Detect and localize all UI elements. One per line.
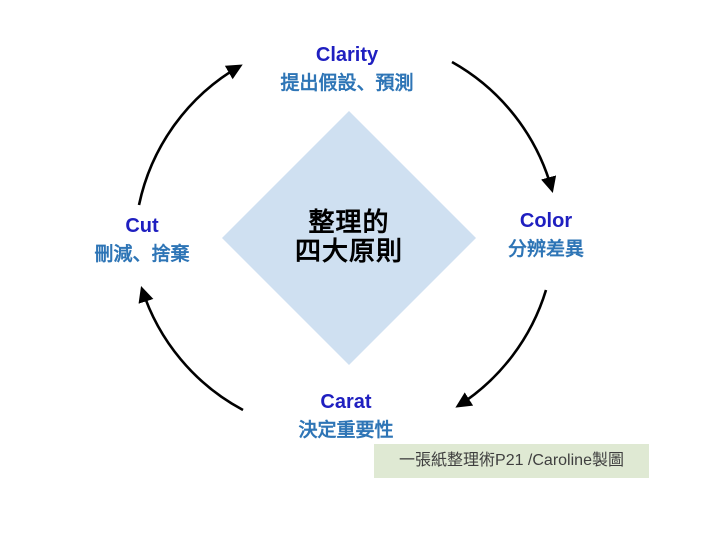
node-color-title: Color — [519, 210, 573, 232]
node-clarity-title: Clarity — [315, 44, 379, 66]
node-cut: Cut 刪減、捨棄 — [52, 213, 232, 268]
source-caption: 一張紙整理術P21 /Caroline製圖 — [374, 444, 649, 478]
arrow-color-to-carat — [455, 289, 548, 408]
node-cut-title: Cut — [125, 215, 159, 237]
center-diamond-line2: 四大原則 — [294, 236, 403, 267]
node-cut-subtitle: 刪減、捨棄 — [94, 244, 190, 265]
center-diamond-shape — [222, 111, 476, 365]
center-diamond-line1: 整理的 — [308, 207, 390, 237]
node-color-subtitle: 分辨差異 — [507, 239, 584, 260]
arrow-clarity-to-color — [451, 60, 557, 194]
node-clarity: Clarity 提出假設、預測 — [247, 42, 447, 97]
arrow-cut-to-clarity — [137, 64, 243, 206]
node-color: Color 分辨差異 — [456, 208, 636, 263]
node-clarity-subtitle: 提出假設、預測 — [280, 73, 414, 94]
node-carat-title: Carat — [320, 391, 372, 413]
node-carat-subtitle: 決定重要性 — [298, 420, 394, 441]
node-carat: Carat 決定重要性 — [246, 389, 446, 444]
center-diamond-label: 整理的 四大原則 — [229, 207, 469, 267]
arrow-carat-to-cut — [138, 286, 244, 412]
